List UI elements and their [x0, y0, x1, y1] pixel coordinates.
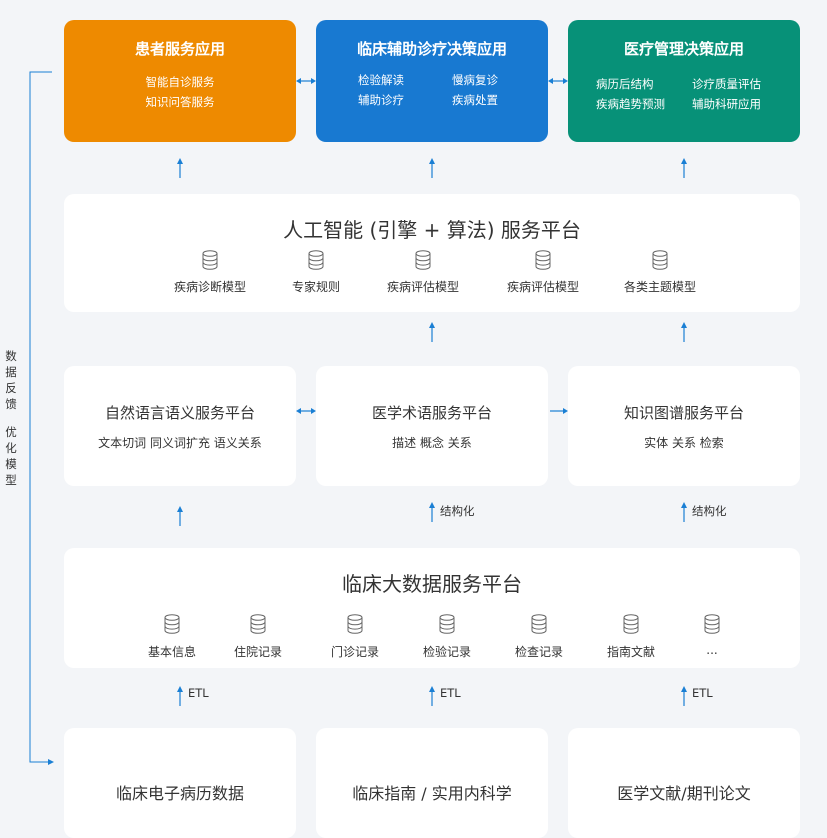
source-title: 医学文献/期刊论文	[617, 784, 751, 803]
structure-label: 结构化	[440, 504, 475, 518]
up-arrow	[429, 502, 435, 522]
up-arrow	[681, 158, 687, 178]
up-arrow	[429, 158, 435, 178]
app-title: 临床辅助诊疗决策应用	[356, 40, 507, 58]
platform-sub: 文本切词 同义词扩充 语义关系	[98, 436, 262, 450]
source-guidelines: 临床指南 / 实用内科学	[316, 728, 548, 838]
structure-label: 结构化	[692, 504, 727, 518]
bidirectional-arrow	[548, 78, 568, 84]
app-patient-service: 患者服务应用 智能自诊服务 知识问答服务	[64, 20, 296, 142]
platform-title: 自然语言语义服务平台	[104, 404, 255, 422]
etl-label: ETL	[440, 686, 461, 700]
up-arrow	[177, 686, 183, 706]
up-arrow	[681, 322, 687, 342]
database-icon	[623, 614, 639, 634]
up-arrow	[681, 686, 687, 706]
data-item-label: 检查记录	[514, 645, 563, 659]
data-item-label: 指南文献	[606, 645, 655, 659]
database-icon	[202, 250, 218, 270]
database-icon	[415, 250, 431, 270]
database-icon	[704, 614, 720, 634]
data-item-label: 住院记录	[233, 645, 282, 659]
data-item-label: 门诊记录	[330, 645, 379, 659]
bigdata-platform: 临床大数据服务平台	[64, 548, 800, 668]
app-title: 医疗管理决策应用	[623, 40, 744, 58]
up-arrow	[177, 506, 183, 526]
app-item: 慢病复诊	[452, 73, 498, 87]
source-title: 临床指南 / 实用内科学	[352, 784, 512, 803]
database-icon	[652, 250, 668, 270]
bidirectional-arrow	[296, 408, 316, 414]
platform-sub: 实体 关系 检索	[644, 436, 724, 450]
app-title: 患者服务应用	[134, 40, 225, 58]
feedback-loop-line	[29, 71, 54, 765]
app-item: 辅助科研应用	[692, 97, 761, 111]
terminology-platform: 医学术语服务平台 描述 概念 关系	[316, 366, 548, 486]
bidirectional-arrow	[296, 78, 316, 84]
model-label: 各类主题模型	[623, 280, 696, 294]
app-item: 智能自诊服务	[145, 75, 215, 89]
source-literature: 医学文献/期刊论文	[568, 728, 800, 838]
app-item: 辅助诊疗	[358, 93, 404, 107]
etl-label: ETL	[188, 686, 209, 700]
up-arrow	[429, 322, 435, 342]
platform-title: 医学术语服务平台	[371, 404, 492, 422]
source-emr: 临床电子病历数据	[64, 728, 296, 838]
knowledge-graph-platform: 知识图谱服务平台 实体 关系 检索	[568, 366, 800, 486]
database-icon	[308, 250, 324, 270]
database-icon	[531, 614, 547, 634]
database-icon	[535, 250, 551, 270]
up-arrow	[177, 158, 183, 178]
feedback-label: 数据反馈 优化模型	[5, 349, 17, 487]
model-label: 疾病评估模型	[506, 280, 579, 294]
ai-platform: 人工智能 (引擎 + 算法) 服务平台	[64, 194, 800, 312]
app-clinical-decision: 临床辅助诊疗决策应用 检验解读 辅助诊疗 慢病复诊 疾病处置	[316, 20, 548, 142]
ai-platform-title: 人工智能 (引擎 + 算法) 服务平台	[283, 218, 581, 242]
data-item-label: ...	[706, 643, 718, 657]
source-title: 临床电子病历数据	[115, 784, 244, 803]
database-icon	[347, 614, 363, 634]
app-item: 诊疗质量评估	[692, 77, 761, 91]
up-arrow	[429, 686, 435, 706]
etl-label: ETL	[692, 686, 713, 700]
platform-title: 知识图谱服务平台	[623, 404, 744, 422]
right-arrow	[550, 408, 568, 414]
database-icon	[164, 614, 180, 634]
nlp-platform: 自然语言语义服务平台 文本切词 同义词扩充 语义关系	[64, 366, 296, 486]
app-item: 病历后结构	[596, 77, 654, 91]
model-label: 疾病诊断模型	[173, 280, 246, 294]
app-item: 检验解读	[358, 73, 404, 87]
app-item: 疾病处置	[452, 93, 498, 107]
app-item: 知识问答服务	[145, 95, 215, 109]
app-medical-management: 医疗管理决策应用 病历后结构 疾病趋势预测 诊疗质量评估 辅助科研应用	[568, 20, 800, 142]
data-item-label: 基本信息	[147, 645, 196, 659]
bigdata-platform-title: 临床大数据服务平台	[342, 572, 522, 596]
data-item-label: 检验记录	[422, 645, 471, 659]
database-icon	[250, 614, 266, 634]
platform-sub: 描述 概念 关系	[392, 436, 472, 450]
app-item: 疾病趋势预测	[596, 97, 665, 111]
model-label: 专家规则	[291, 280, 340, 294]
database-icon	[439, 614, 455, 634]
up-arrow	[681, 502, 687, 522]
model-label: 疾病评估模型	[386, 280, 459, 294]
